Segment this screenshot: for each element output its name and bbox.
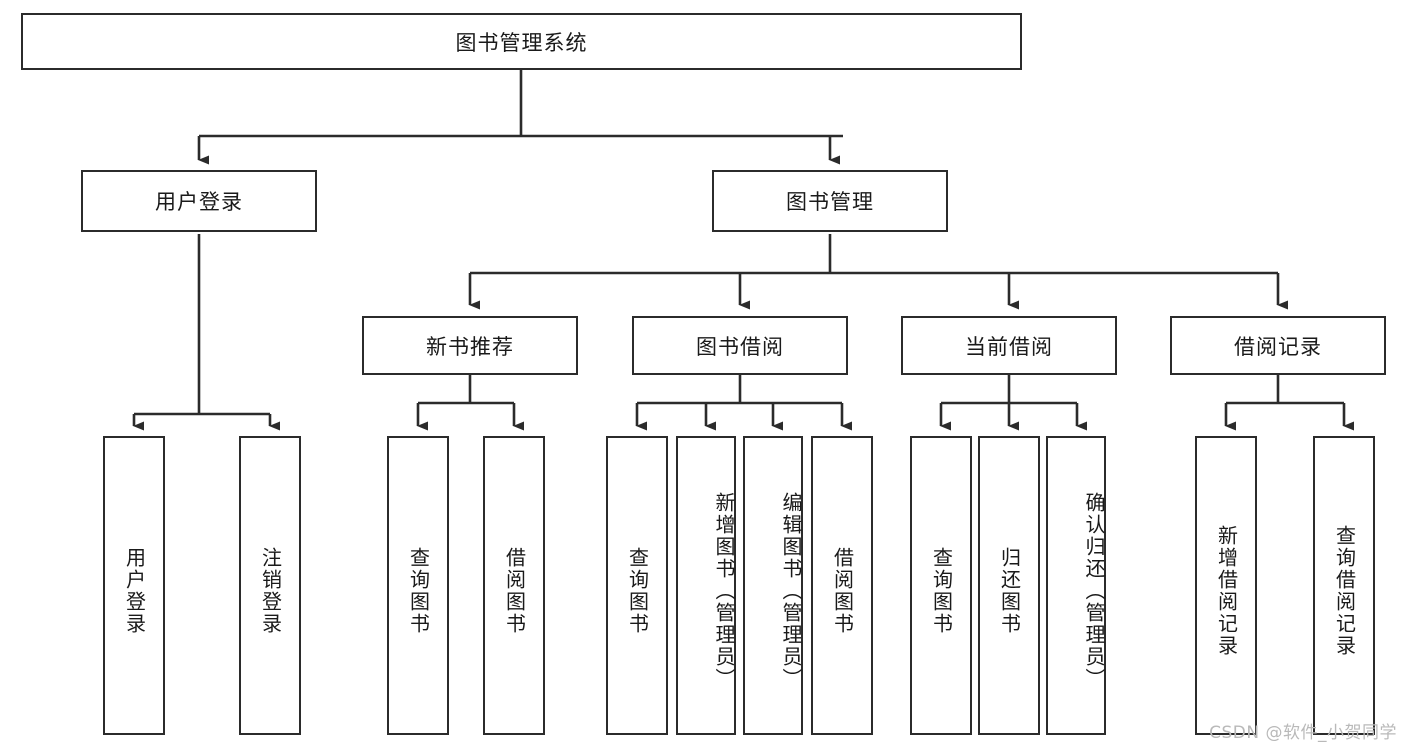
leaf-user-login-signout[interactable]: 注销登录 [239, 436, 301, 735]
node-book-borrow-label: 图书借阅 [696, 334, 784, 359]
leaf-recommend-borrow-book[interactable]: 借阅图书 [483, 436, 545, 735]
leaf-borrow-edit-book-admin-label: 编辑图书（管理员） [779, 491, 803, 690]
node-user-login-label: 用户登录 [155, 190, 243, 214]
leaf-records-add-record-label: 新增借阅记录 [1214, 524, 1239, 657]
node-borrow-records[interactable]: 借阅记录 [1170, 316, 1386, 375]
leaf-borrow-add-book-admin[interactable]: 新增图书（管理员） [676, 436, 736, 735]
leaf-borrow-borrow-book[interactable]: 借阅图书 [811, 436, 873, 735]
leaf-borrow-borrow-book-label: 借阅图书 [830, 546, 855, 635]
node-current-borrow-label: 当前借阅 [965, 334, 1053, 359]
node-user-login[interactable]: 用户登录 [81, 170, 317, 232]
node-current-borrow[interactable]: 当前借阅 [901, 316, 1117, 375]
node-root-library-system[interactable]: 图书管理系统 [21, 13, 1022, 70]
leaf-current-confirm-return-admin[interactable]: 确认归还（管理员） [1046, 436, 1106, 735]
leaf-current-return-book[interactable]: 归还图书 [978, 436, 1040, 735]
node-new-book-recommend[interactable]: 新书推荐 [362, 316, 578, 375]
leaf-current-query-book-label: 查询图书 [929, 546, 954, 635]
node-borrow-records-label: 借阅记录 [1234, 334, 1322, 359]
leaf-borrow-edit-book-admin[interactable]: 编辑图书（管理员） [743, 436, 803, 735]
leaf-records-query-record-label: 查询借阅记录 [1332, 524, 1357, 657]
leaf-current-query-book[interactable]: 查询图书 [910, 436, 972, 735]
node-book-management-label: 图书管理 [786, 190, 874, 214]
leaf-borrow-add-book-admin-label: 新增图书（管理员） [712, 491, 736, 690]
node-book-borrow[interactable]: 图书借阅 [632, 316, 848, 375]
leaf-user-login-signin-label: 用户登录 [122, 546, 147, 635]
leaf-user-login-signout-label: 注销登录 [258, 546, 283, 635]
node-root-label: 图书管理系统 [455, 30, 588, 55]
leaf-recommend-query-book-label: 查询图书 [406, 546, 431, 635]
leaf-recommend-borrow-book-label: 借阅图书 [502, 546, 527, 635]
leaf-records-query-record[interactable]: 查询借阅记录 [1313, 436, 1375, 735]
leaf-recommend-query-book[interactable]: 查询图书 [387, 436, 449, 735]
leaf-borrow-query-book-label: 查询图书 [625, 546, 650, 635]
leaf-borrow-query-book[interactable]: 查询图书 [606, 436, 668, 735]
node-book-management[interactable]: 图书管理 [712, 170, 948, 232]
leaf-current-confirm-return-admin-label: 确认归还（管理员） [1082, 491, 1106, 690]
leaf-current-return-book-label: 归还图书 [997, 546, 1022, 635]
node-new-book-recommend-label: 新书推荐 [426, 334, 514, 359]
leaf-user-login-signin[interactable]: 用户登录 [103, 436, 165, 735]
leaf-records-add-record[interactable]: 新增借阅记录 [1195, 436, 1257, 735]
